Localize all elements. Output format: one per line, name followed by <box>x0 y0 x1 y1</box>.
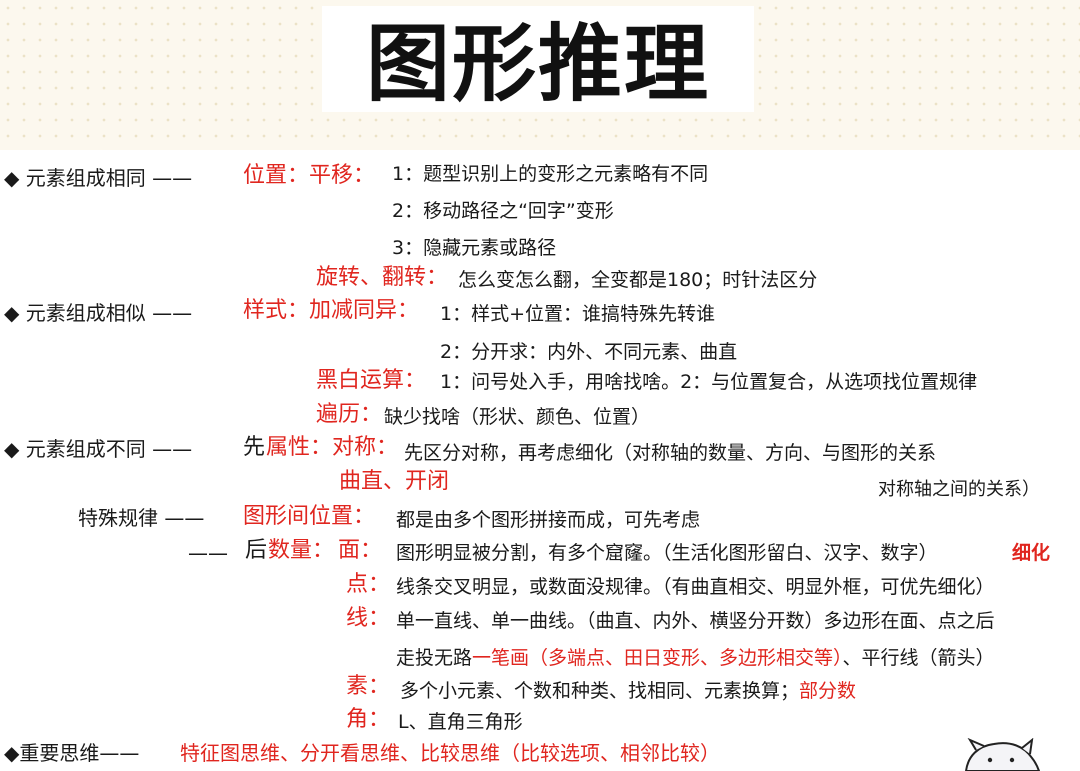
translate-item-1: 1：题型识别上的变形之元素略有不同 <box>392 163 709 185</box>
element-text-main: 多个小元素、个数和种类、找相同、元素换算； <box>400 680 800 702</box>
angle-key: 角： <box>346 707 391 732</box>
line-text-2b: 、平行线（箭头） <box>842 647 995 669</box>
one-stroke-text: 一笔画（多端点、田日变形、多边形相交等） <box>472 647 843 669</box>
section-label-similar: ◆ 元素组成相似 —— <box>4 301 193 325</box>
style-item-2: 2：分开求：内外、不同元素、曲直 <box>440 341 738 363</box>
angle-text: L、直角三角形 <box>398 711 523 733</box>
thinking-text: 特征图思维、分开看思维、比较思维（比较选项、相邻比较） <box>180 741 720 765</box>
traverse-text: 缺少找啥（形状、颜色、位置） <box>384 406 651 428</box>
point-text: 线条交叉明显，或数面没规律。（有曲直相交、明显外框，可优先细化） <box>396 576 995 598</box>
translate-item-3: 3：隐藏元素或路径 <box>392 237 557 259</box>
inter-position-text: 都是由多个图形拼接而成，可先考虑 <box>396 509 701 531</box>
traverse-key: 遍历： <box>316 402 383 427</box>
point-key: 点： <box>346 572 391 597</box>
rotate-flip-key: 旋转、翻转： <box>316 265 449 290</box>
title-box: 图形推理 <box>322 6 754 112</box>
line-text-2a: 走投无路 <box>396 647 473 669</box>
section-label-same: ◆ 元素组成相同 —— <box>4 166 193 190</box>
inter-position-key: 图形间位置： <box>243 504 376 529</box>
element-key: 素： <box>346 674 391 699</box>
black-white-text: 1：问号处入手，用啥找啥。2：与位置复合，从选项找位置规律 <box>440 371 978 393</box>
style-addsub-key: 样式：加减同异： <box>243 298 420 323</box>
style-item-1: 1：样式+位置：谁搞特殊先转谁 <box>440 303 716 325</box>
attribute-text: 先区分对称，再考虑细化（对称轴的数量、方向、与图形的关系 <box>404 442 937 464</box>
first-word: 先 <box>243 435 266 460</box>
header-banner: 图形推理 <box>0 0 1080 150</box>
face-key: 面： <box>338 538 383 563</box>
translate-item-2: 2：移动路径之“回字”变形 <box>392 200 614 222</box>
section-label-different: ◆ 元素组成不同 —— <box>4 437 193 461</box>
black-white-key: 黑白运算： <box>316 368 427 393</box>
page-title: 图形推理 <box>365 15 710 113</box>
line-text-1: 单一直线、单一曲线。（曲直、内外、横竖分开数）多边形在面、点之后 <box>396 610 995 632</box>
rotate-flip-text: 怎么变怎么翻，全变都是180；时针法区分 <box>458 269 818 291</box>
line-text-2: 走投无路一笔画（多端点、田日变形、多边形相交等）、平行线（箭头） <box>396 645 995 671</box>
position-translate-key: 位置：平移： <box>243 163 376 188</box>
axis-relation-note: 对称轴之间的关系） <box>878 479 1040 500</box>
attribute-symmetry-key: 属性：对称： <box>266 435 399 460</box>
element-text: 多个小元素、个数和种类、找相同、元素换算；部分数 <box>400 678 856 704</box>
section-label-thinking: ◆重要思维—— <box>4 741 140 765</box>
curve-open-label: 曲直、开闭 <box>339 469 450 494</box>
mascot-illustration <box>964 738 1041 771</box>
later-word: 后 <box>245 538 268 563</box>
section-label-special: 特殊规律 —— <box>78 506 205 530</box>
quantity-dash: —— <box>188 541 228 565</box>
face-text: 图形明显被分割，有多个窟窿。（生活化图形留白、汉字、数字） <box>396 542 938 564</box>
partial-count-text: 部分数 <box>799 680 857 702</box>
quantity-key: 数量： <box>268 538 335 563</box>
line-key: 线： <box>346 606 391 631</box>
face-refine: 细化 <box>1012 542 1051 564</box>
